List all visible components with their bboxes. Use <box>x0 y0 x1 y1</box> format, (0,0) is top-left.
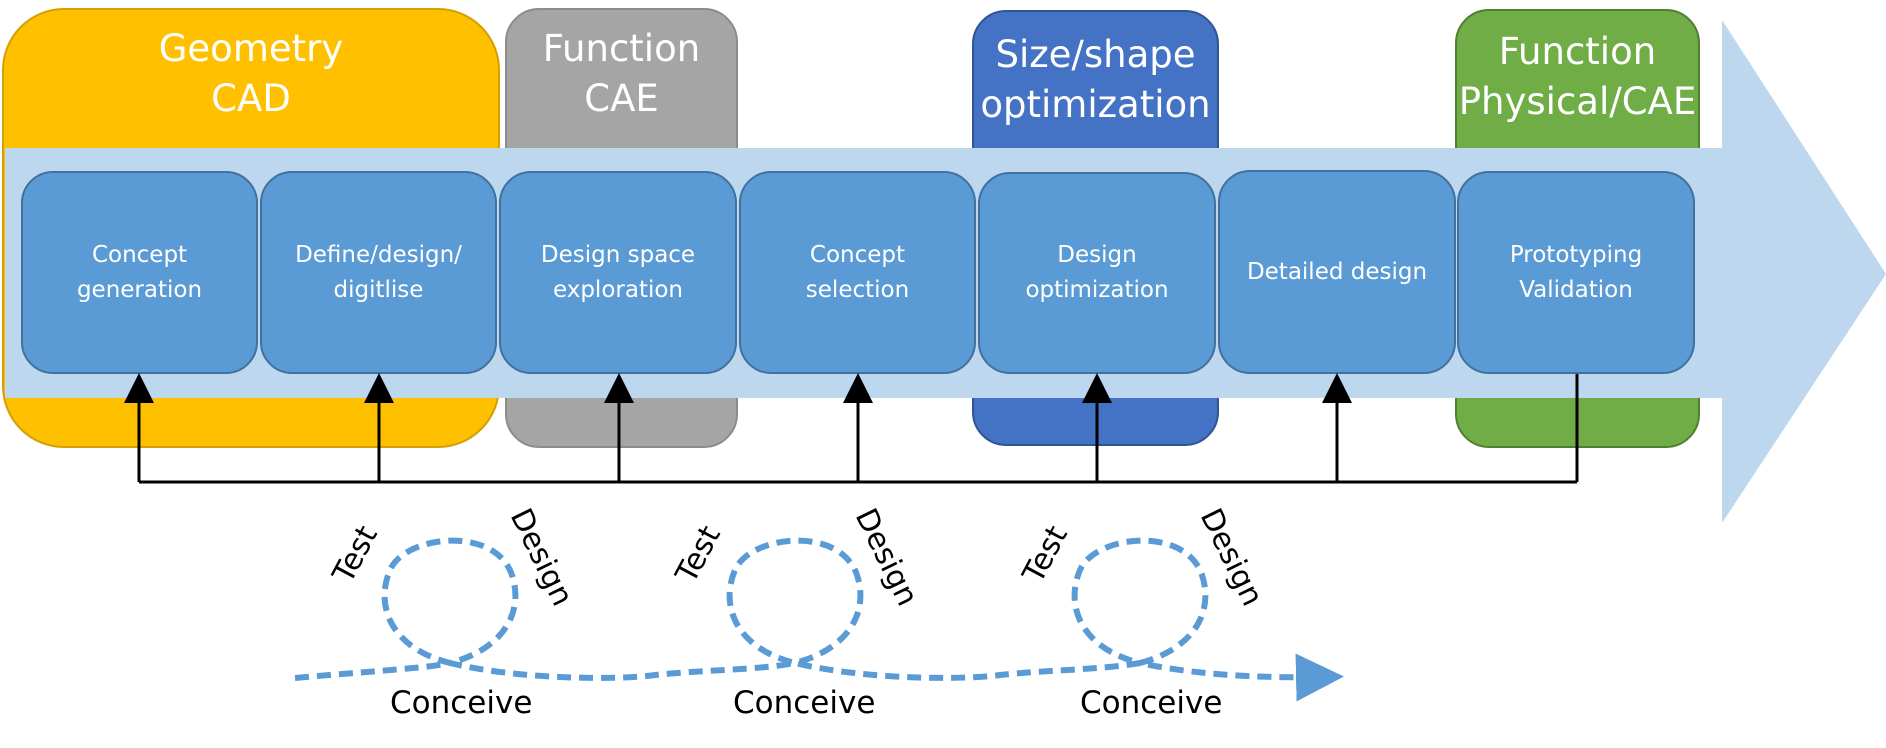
step-detailed-design: Detailed design <box>1218 170 1456 374</box>
loop2-test-label: Test <box>669 520 728 590</box>
loop1-conceive-label: Conceive <box>390 685 532 721</box>
loop3-conceive-label: Conceive <box>1080 685 1222 721</box>
step-define-design-digitalise: Define/design/digitlise <box>260 171 497 374</box>
loop1-test-label: Test <box>326 520 385 590</box>
loop3-test-label: Test <box>1016 520 1075 590</box>
loop-path <box>294 537 1344 702</box>
loop3-design-label: Design <box>1193 503 1270 611</box>
loop2-conceive-label: Conceive <box>733 685 875 721</box>
